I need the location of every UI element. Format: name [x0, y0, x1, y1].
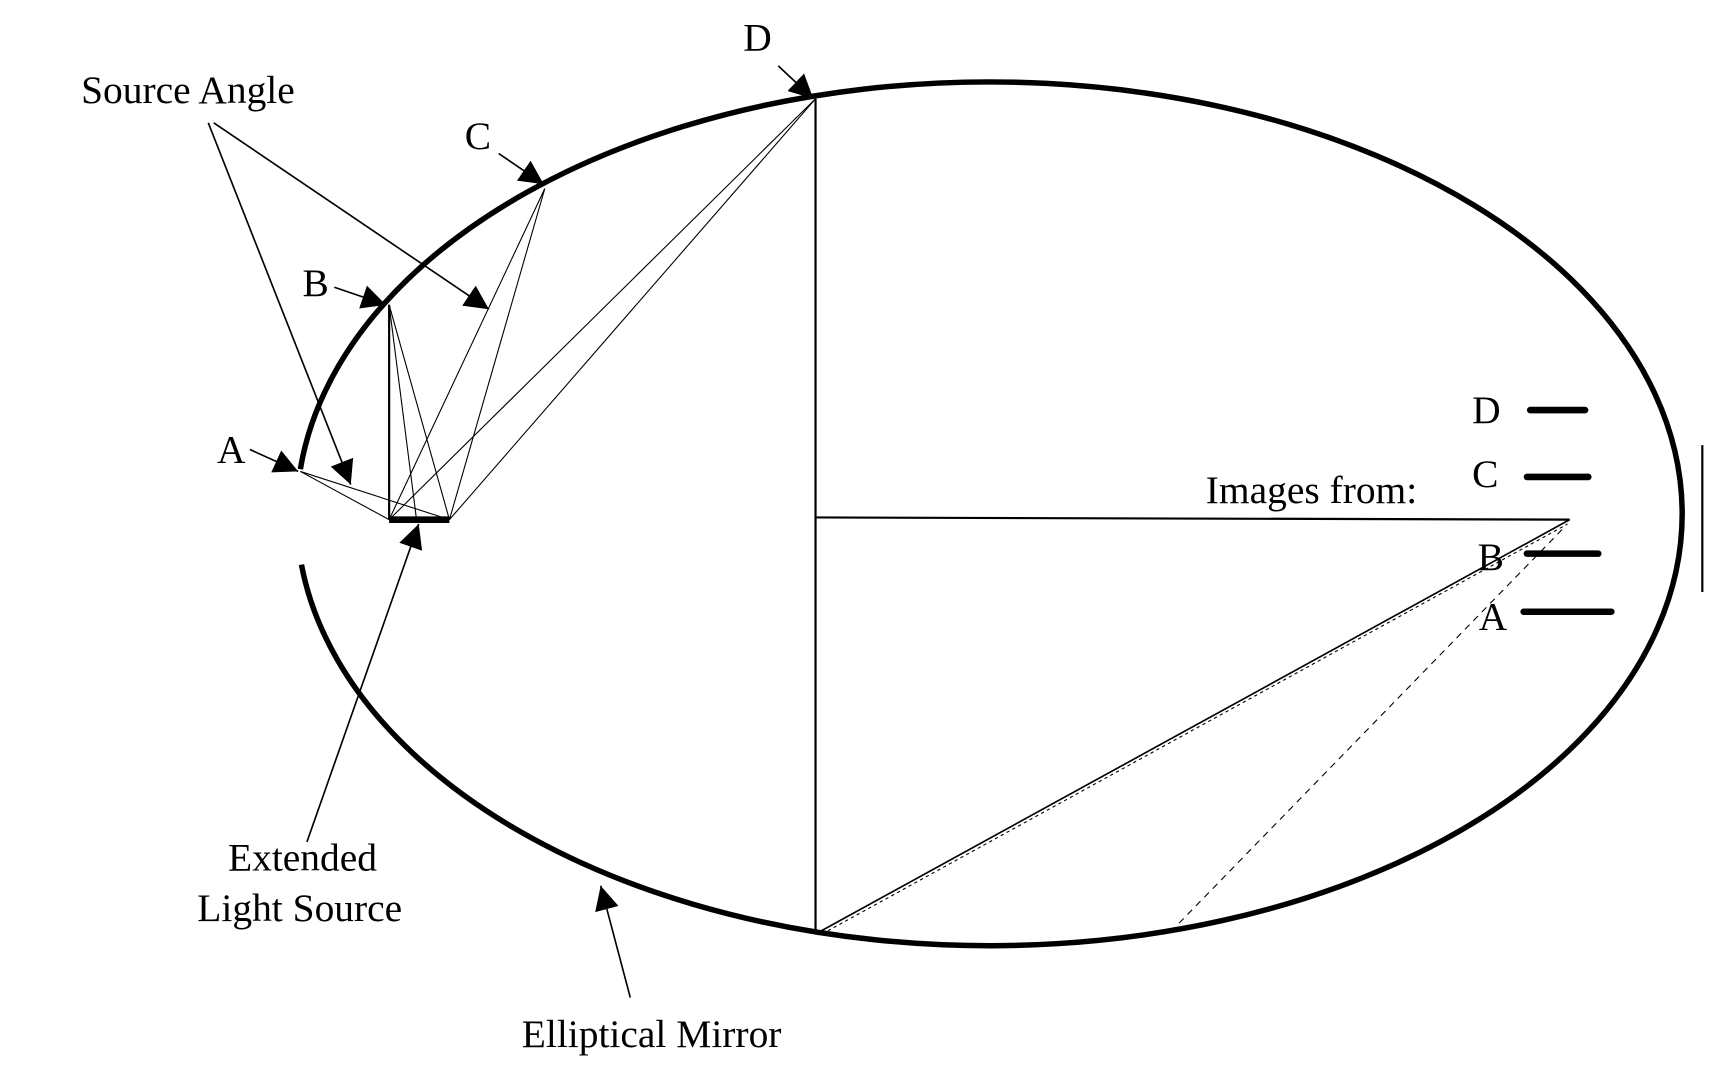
pointer-arrows — [207, 65, 814, 998]
label-image-c: C — [1472, 452, 1498, 496]
label-images-from: Images from: — [1206, 468, 1417, 512]
label-point-c: C — [465, 114, 491, 158]
image-bars — [1520, 406, 1615, 616]
rays — [300, 98, 1571, 935]
label-image-b: B — [1478, 535, 1504, 579]
label-light-source: Light Source — [197, 886, 402, 930]
label-image-a: A — [1479, 594, 1508, 638]
label-point-a: A — [217, 428, 246, 472]
label-point-b: B — [303, 261, 329, 305]
label-extended: Extended — [228, 835, 377, 879]
label-source-angle: Source Angle — [81, 68, 295, 112]
label-image-d: D — [1472, 388, 1501, 432]
label-point-d: D — [743, 16, 772, 60]
major-axis — [815, 516, 1570, 521]
elliptical-mirror — [297, 79, 1685, 949]
label-elliptical-mirror: Elliptical Mirror — [522, 1012, 782, 1056]
